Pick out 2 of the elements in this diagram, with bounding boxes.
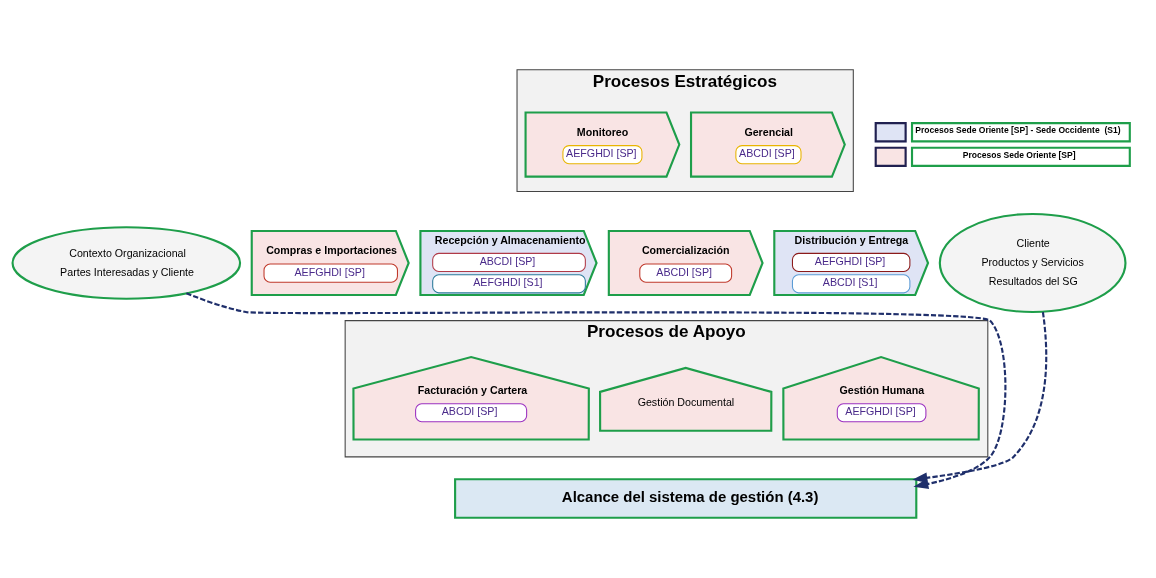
legend-label: Procesos Sede Oriente [SP] - Sede Occidente (S1)	[915, 124, 1121, 135]
legend-label: Procesos Sede Oriente [SP]	[962, 149, 1076, 160]
